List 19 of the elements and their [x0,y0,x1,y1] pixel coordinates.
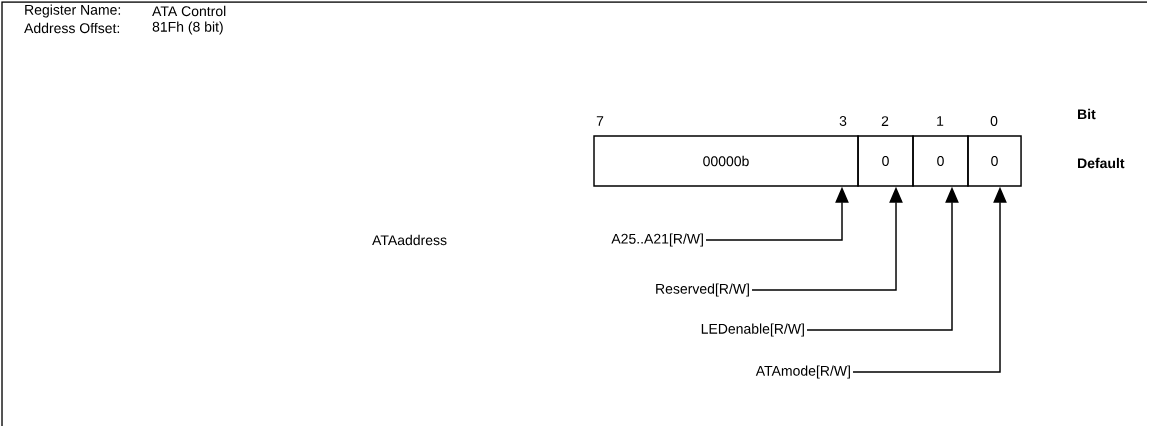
bit-number: 2 [881,116,889,126]
register-cell: 0 [967,135,1022,187]
bit-number: 0 [990,116,998,126]
header-text: Address Offset: [24,22,120,34]
header-text: Register Name: [25,4,120,18]
field-label: A25..A21[R/W] [611,233,703,247]
header-text: 81Fh (8 bit) [152,21,223,35]
row-label: Bit [1078,108,1096,120]
field-label: ATAmode[R/W] [755,365,850,379]
field-label: LEDenable[R/W] [701,323,804,337]
field-label: Reserved[R/W] [656,283,749,297]
field-name: ATAaddress [372,234,447,246]
bit-number: 3 [839,116,847,126]
bit-number: 1 [937,116,944,126]
header-text: ATA Control [152,5,226,17]
register-cell: 0 [912,135,969,187]
register-cell: 0 [857,135,914,187]
register-cell: 00000b [593,135,859,187]
row-label: Default [1078,157,1125,169]
